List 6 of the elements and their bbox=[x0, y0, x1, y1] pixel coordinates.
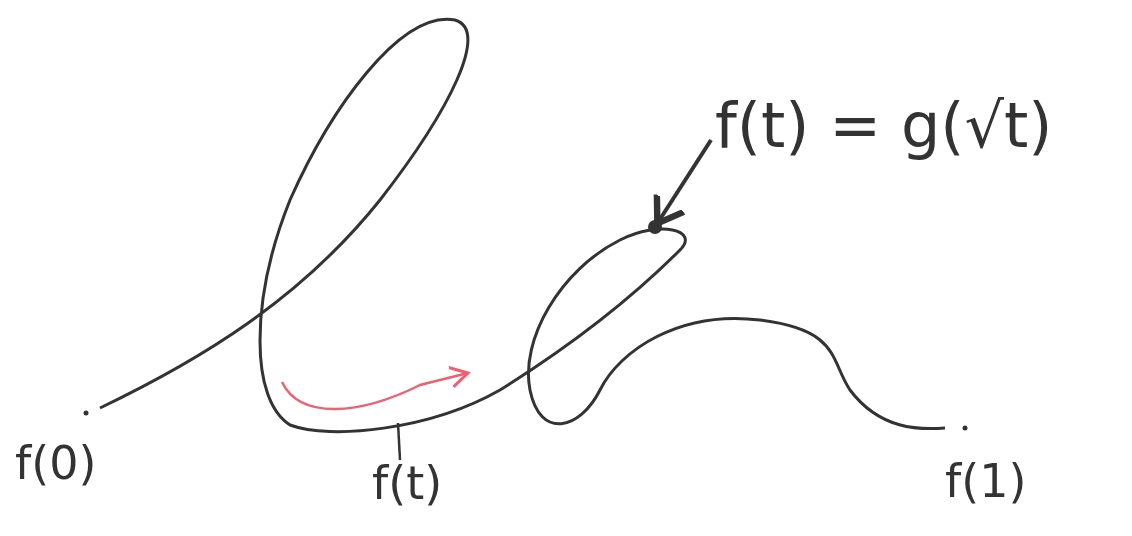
leader-line bbox=[653, 138, 713, 227]
leader-line bbox=[396, 422, 402, 461]
point-label: f(1) bbox=[945, 458, 1027, 504]
point-label: f(0) bbox=[15, 440, 97, 486]
point-label: f(t) bbox=[372, 460, 443, 506]
point-marker bbox=[648, 220, 662, 234]
